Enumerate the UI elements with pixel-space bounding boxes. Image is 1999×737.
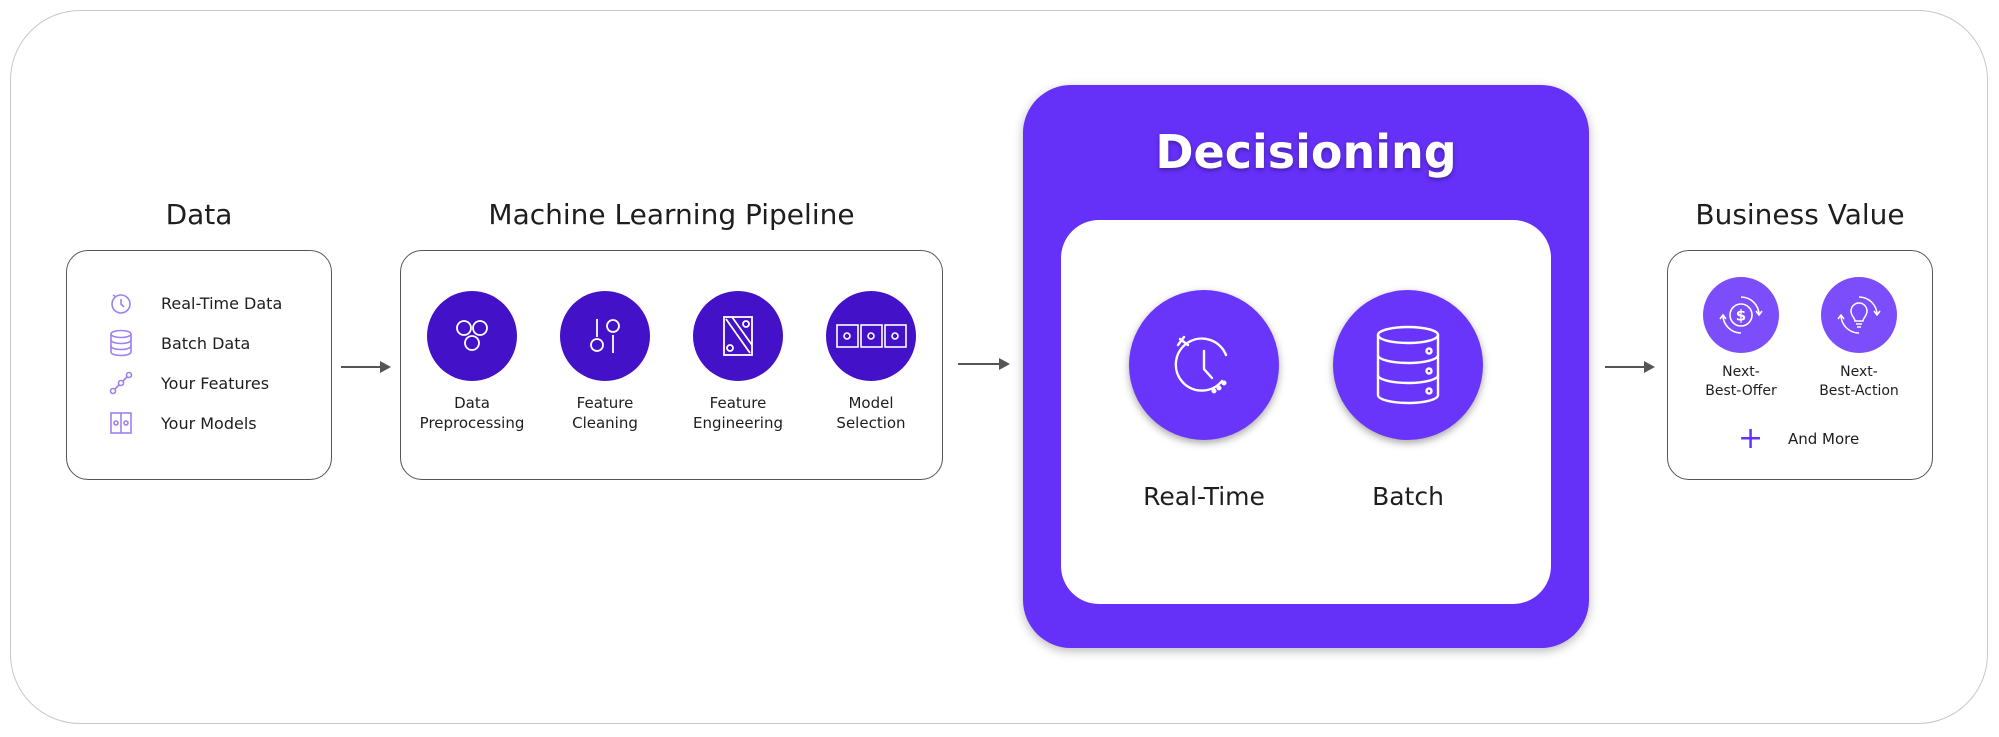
data-item-realtime: Real-Time Data	[107, 289, 282, 317]
svg-text:$: $	[1736, 307, 1746, 325]
three-boxes-icon	[826, 291, 916, 381]
business-value-box: $ Next-Best-Offer Next-Best-Action + And…	[1667, 250, 1933, 480]
value-item-label: Next-Best-Offer	[1705, 364, 1777, 399]
value-item-next-best-action: Next-Best-Action	[1804, 277, 1914, 401]
arrow-decisioning-to-value	[1605, 361, 1655, 373]
data-section-title: Data	[165, 198, 233, 231]
data-item-label: Batch Data	[161, 333, 251, 353]
decisioning-panel: Decisioning Real-Time	[1023, 85, 1589, 648]
decisioning-mode-batch: Batch	[1323, 290, 1493, 511]
value-more-label: And More	[1788, 430, 1860, 448]
three-circles-icon	[427, 291, 517, 381]
decisioning-mode-realtime: Real-Time	[1119, 290, 1289, 511]
database-icon	[107, 329, 135, 357]
arrow-pipeline-to-decisioning	[958, 358, 1010, 370]
plus-icon: +	[1738, 421, 1764, 456]
nodes-icon	[107, 369, 135, 397]
value-more-item: + And More	[1738, 421, 1860, 456]
pipeline-section-title: Machine Learning Pipeline	[488, 198, 855, 231]
decisioning-mode-label: Real-Time	[1143, 482, 1265, 511]
value-item-label: Next-Best-Action	[1819, 364, 1899, 399]
data-item-label: Real-Time Data	[161, 293, 283, 313]
dollar-cycle-icon: $	[1703, 277, 1779, 353]
diagram-frame	[10, 10, 1988, 724]
data-box: Real-Time Data Batch Data Your Features …	[66, 250, 332, 480]
decisioning-mode-label: Batch	[1372, 482, 1444, 511]
value-item-next-best-offer: $ Next-Best-Offer	[1686, 277, 1796, 401]
data-item-models: Your Models	[107, 409, 257, 437]
stopwatch-icon	[107, 289, 135, 317]
model-blocks-icon	[107, 409, 135, 437]
data-item-label: Your Features	[161, 373, 270, 393]
business-value-title: Business Value	[1695, 198, 1905, 231]
arrow-data-to-pipeline	[341, 361, 391, 373]
database-icon	[1333, 290, 1483, 440]
decisioning-inner-panel: Real-Time Batch	[1061, 220, 1551, 604]
data-item-features: Your Features	[107, 369, 269, 397]
data-item-batch: Batch Data	[107, 329, 250, 357]
lightbulb-cycle-icon	[1821, 277, 1897, 353]
decisioning-title: Decisioning	[1155, 125, 1457, 179]
stopwatch-icon	[1129, 290, 1279, 440]
sliders-icon	[560, 291, 650, 381]
diagonal-panel-icon	[693, 291, 783, 381]
data-item-label: Your Models	[161, 413, 257, 433]
